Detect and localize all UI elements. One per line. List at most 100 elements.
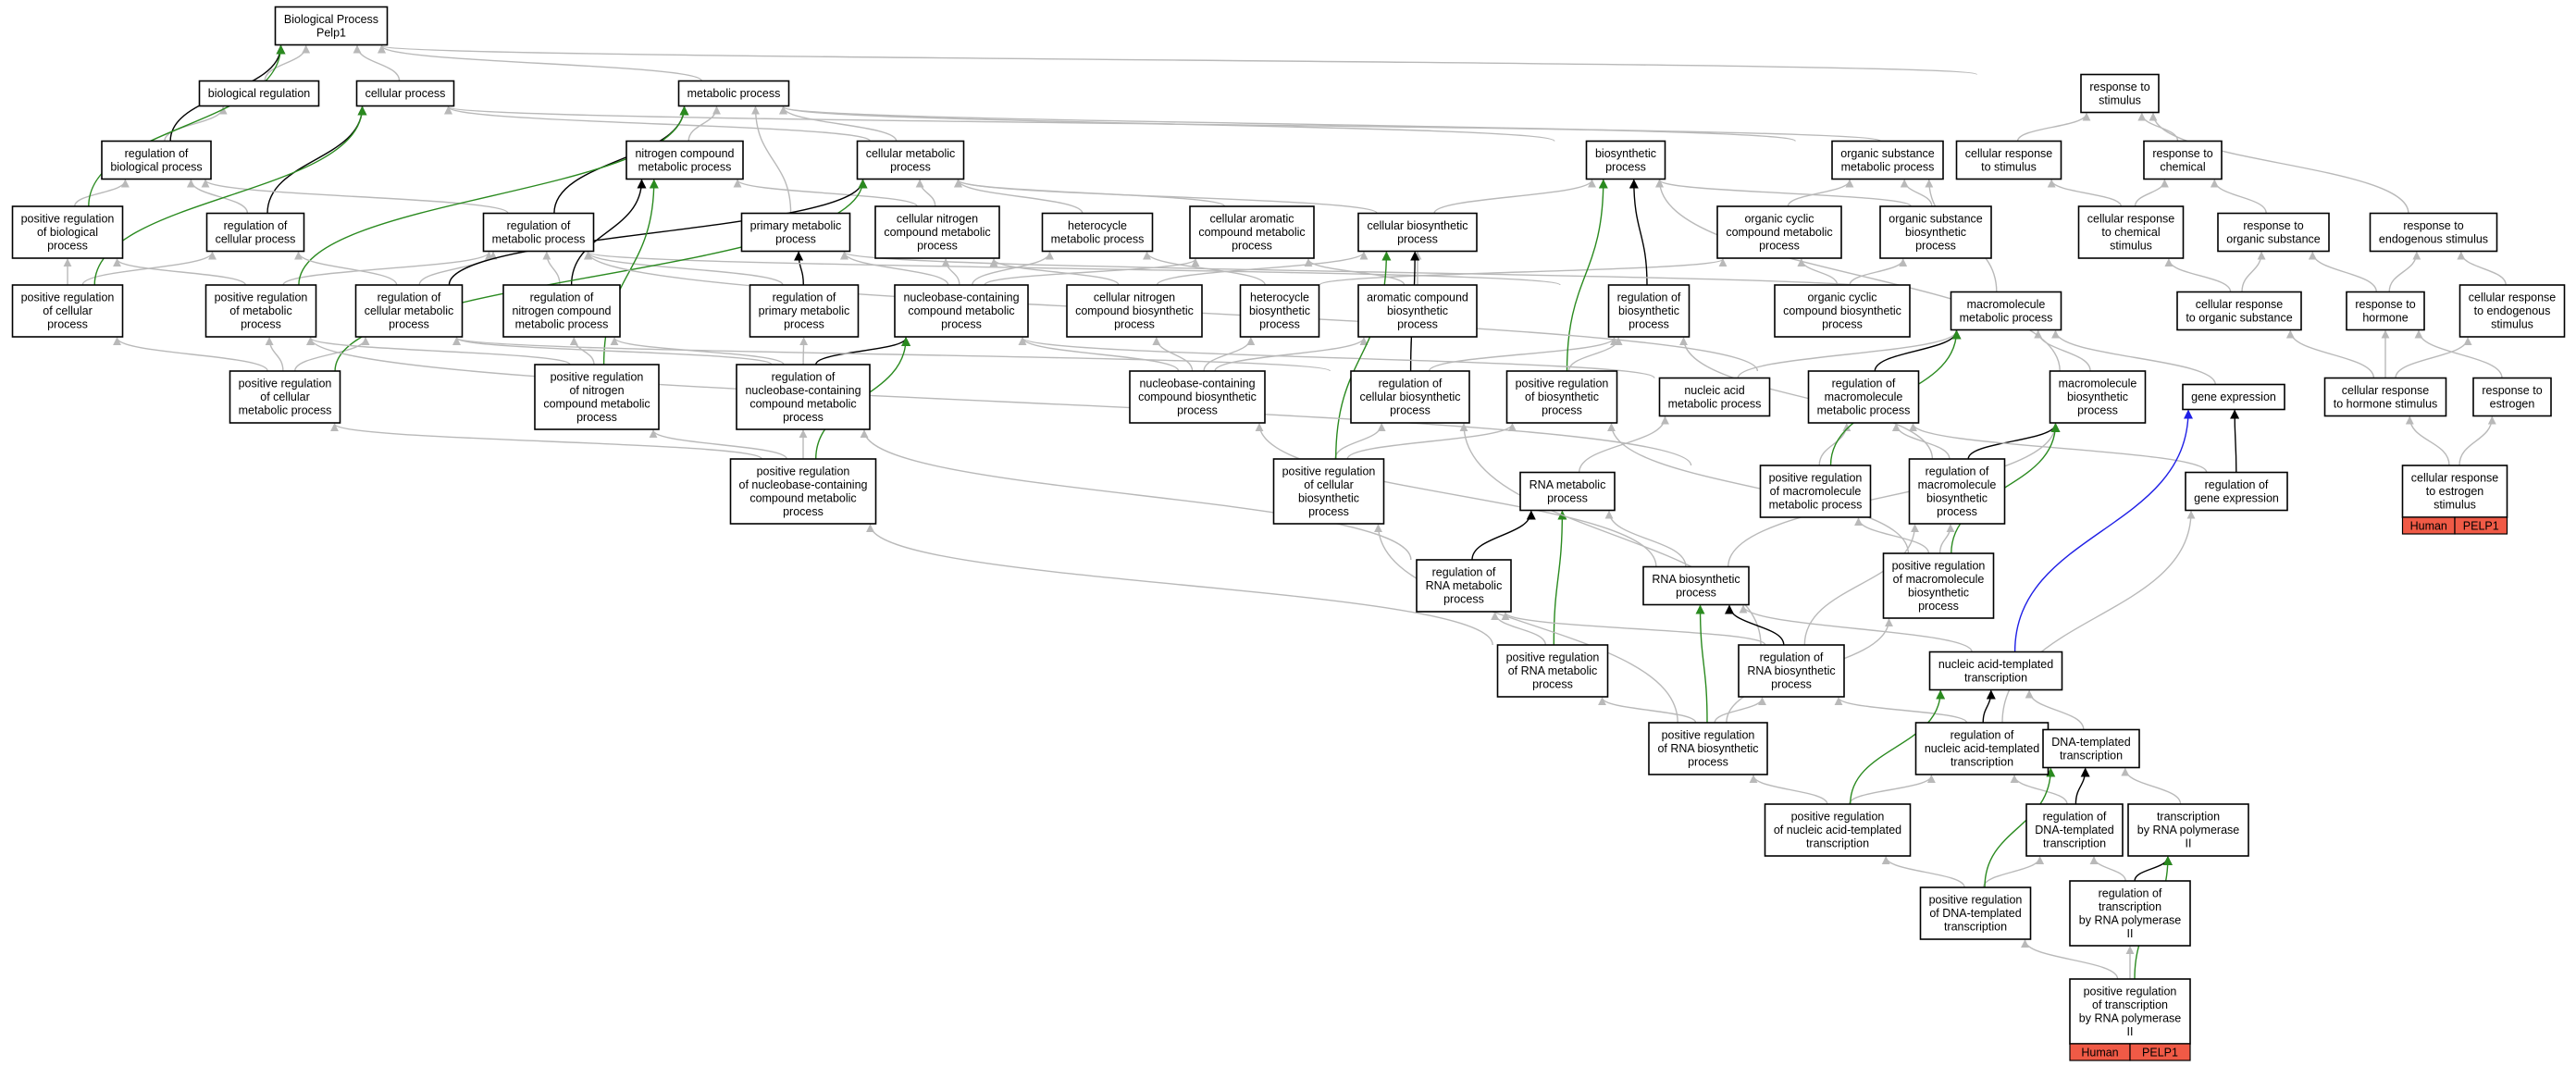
- relation-edge-path: [2414, 329, 2503, 378]
- relation-edge-path: [1725, 604, 1785, 646]
- relation-edge-path: [1319, 258, 1728, 286]
- go-term-label-line: positive regulation: [21, 212, 115, 225]
- go-term-box: [534, 364, 660, 430]
- go-term-label-line: compound metabolic: [884, 226, 990, 239]
- go-term-label-line: positive regulation: [1769, 471, 1863, 484]
- go-term-label-line: of cellular: [260, 390, 310, 403]
- go-term-box: [1955, 140, 2062, 180]
- go-term-node[interactable]: metabolic process: [677, 80, 790, 107]
- go-term-node[interactable]: regulation ofmacromoleculebiosyntheticpr…: [1908, 458, 2006, 525]
- relation-edge-regulates: [1629, 179, 1648, 286]
- go-term-label-line: transcription: [2099, 900, 2161, 913]
- go-term-node[interactable]: cellular process: [355, 80, 455, 107]
- go-term-node[interactable]: gene expression: [2182, 383, 2285, 411]
- go-term-node[interactable]: biological regulation: [198, 80, 320, 107]
- relation-edge-path: [1787, 179, 1854, 207]
- relation-edge-is-a: [1982, 856, 2045, 888]
- relation-edge-is-a: [2034, 329, 2091, 372]
- relation-edge-regulates: [448, 179, 868, 286]
- go-term-node[interactable]: regulation ofnucleobase-containingcompou…: [736, 364, 871, 430]
- go-term-label-line: process: [1688, 755, 1728, 768]
- relation-edge-path: [866, 524, 1493, 646]
- go-term-label-line: process: [1629, 317, 1669, 330]
- go-term-label-line: of nitrogen: [569, 384, 624, 397]
- relation-edge-path: [2021, 939, 2119, 980]
- relation-edge-is-a: [2308, 251, 2377, 292]
- relation-edge-is-a: [444, 105, 1882, 143]
- go-term-box: [1642, 565, 1750, 606]
- edges-layer: [63, 44, 2507, 980]
- go-term-label-line: estrogen: [2490, 397, 2535, 410]
- go-term-label-line: biosynthetic: [1926, 491, 1988, 504]
